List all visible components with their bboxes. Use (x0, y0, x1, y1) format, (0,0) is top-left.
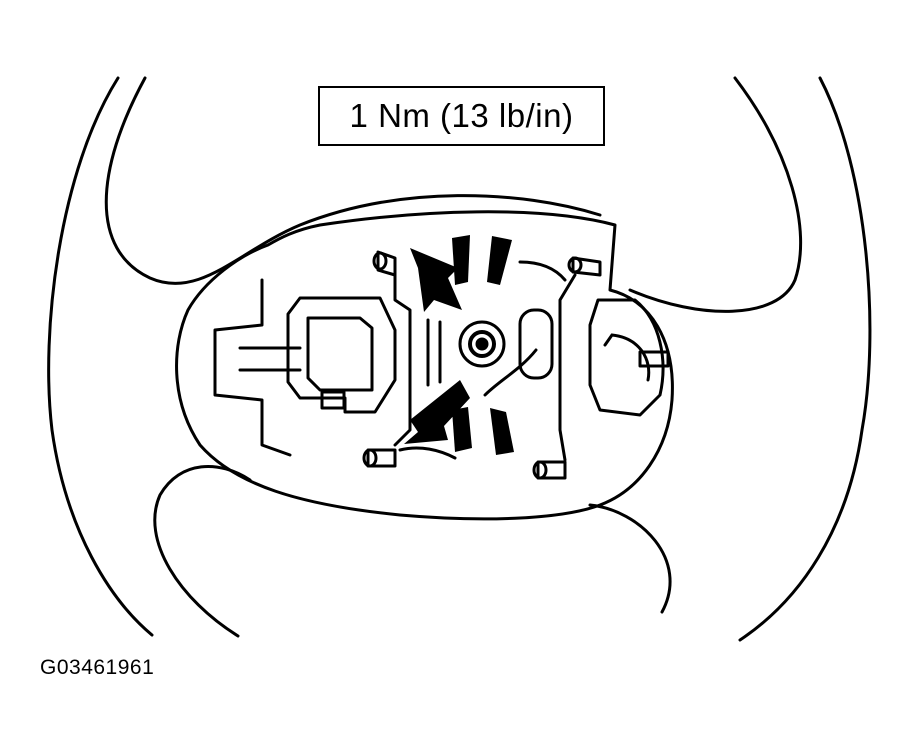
center-panel-outline (393, 273, 577, 462)
center-nut-inner (468, 330, 496, 358)
figure-id-label: G03461961 (40, 656, 155, 679)
inner-rim-lower-right (588, 503, 672, 614)
center-nut-outer (458, 320, 506, 368)
wire-lead-top (518, 260, 567, 282)
right-mount-tab (638, 350, 670, 368)
arrow-icon (410, 248, 462, 312)
torque-callout: 1 Nm (13 lb/in) (318, 86, 605, 146)
hub-cover-inner-contour (213, 278, 292, 457)
pin-top-left (372, 250, 397, 277)
steering-wheel-rim-left (47, 76, 154, 637)
left-mount-block (306, 316, 374, 392)
center-nut-core (475, 337, 489, 351)
pin-bottom-left (362, 448, 397, 468)
connector (518, 308, 554, 380)
center-lines (426, 318, 442, 387)
pin-bottom-right (532, 460, 567, 480)
inner-rim-upper-right (628, 76, 803, 313)
right-mount-detail (603, 333, 651, 382)
left-mount-bracket (286, 296, 397, 414)
steering-wheel-rim-right (738, 76, 872, 642)
pin-top-right (567, 256, 602, 277)
arrow-icon (404, 380, 470, 444)
right-mount-bracket (588, 298, 665, 417)
wire-lead-bottom (398, 446, 457, 460)
connector-lead (483, 348, 538, 397)
left-mount-slot (238, 346, 302, 372)
hub-cover-outline (175, 210, 674, 521)
inner-rim-lower-left (153, 465, 252, 638)
torque-value-label: 1 Nm (13 lb/in) (349, 97, 574, 134)
torque-indicator-marks (452, 235, 514, 455)
left-mount-tab (320, 390, 346, 410)
